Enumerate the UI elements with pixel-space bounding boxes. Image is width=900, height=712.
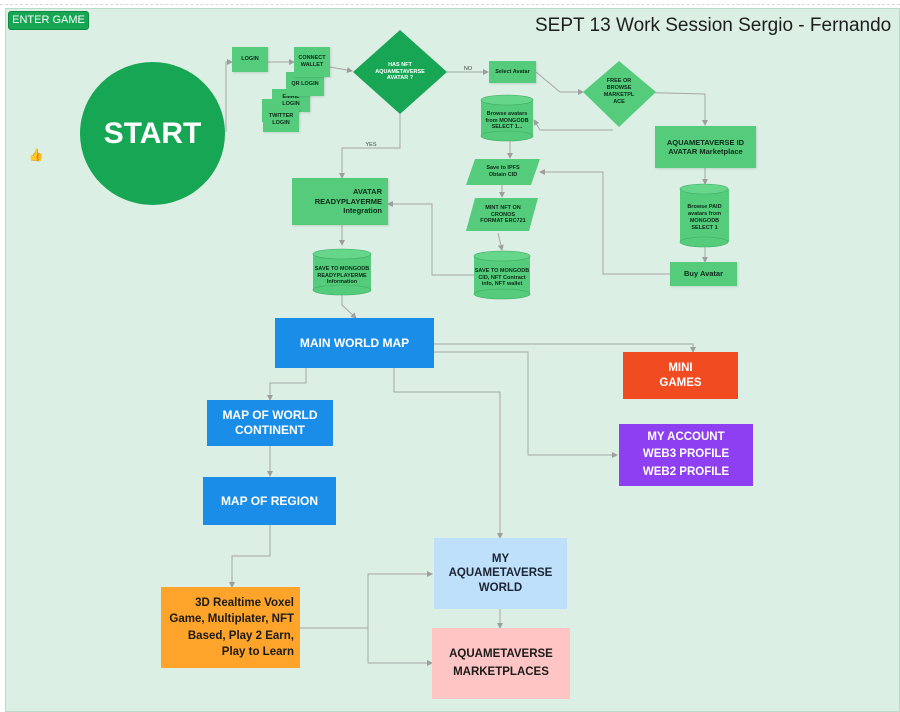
thumbs-up-icon[interactable]: 👍 (28, 147, 44, 162)
connector-main-continent (267, 368, 307, 401)
connector-yes (339, 112, 401, 179)
connector-buy-ipfs (539, 169, 670, 275)
browse-paid-label: Browse PAID avatars from MONGODB SELECT … (687, 204, 722, 231)
main-world-map-node[interactable]: MAIN WORLD MAP (275, 318, 434, 368)
twitter-login-node[interactable]: TWITTER LOGIN (263, 108, 299, 132)
mint-nft-shape[interactable] (466, 198, 538, 231)
cylinder-save-mongo-rpm[interactable] (312, 248, 372, 296)
avatar-rpm-node[interactable]: AVATAR READYPLAYERME Integration (292, 178, 388, 225)
connector-main-myworld (393, 368, 503, 539)
connector-select-free (535, 71, 584, 95)
marketplaces-node[interactable]: AQUAMETAVERSE MARKETPLACES (432, 628, 570, 699)
cylinder-browse-paid[interactable] (679, 183, 729, 248)
connector-wallet-decision (329, 66, 353, 74)
connector-free-browse (533, 119, 613, 131)
aquametaverse-id-node[interactable]: AQUAMETAVERSE ID AVATAR Marketplace (655, 126, 756, 168)
decision-free-or-browse[interactable] (583, 61, 656, 127)
connect-wallet-node[interactable]: CONNECT WALLET (294, 47, 330, 77)
board-title: SEPT 13 Work Session Sergio - Fernando (535, 15, 892, 36)
realtime-game-node[interactable]: 3D Realtime Voxel Game, Multiplater, NFT… (161, 587, 300, 668)
save-mongo-cid-label: SAVE TO MONGODB CID, NFT Contract info, … (474, 267, 530, 288)
login-node[interactable]: LOGIN (232, 47, 268, 72)
free-or-browse-label: FREE OR BROWSE MARKETPL ACE (603, 78, 635, 105)
connector-region-game (229, 525, 271, 588)
yes-label: YES (365, 141, 377, 148)
top-ruler (0, 0, 900, 5)
save-ipfs-shape[interactable] (466, 159, 540, 185)
my-account-node[interactable]: MY ACCOUNT WEB3 PROFILE WEB2 PROFILE (619, 424, 753, 486)
map-region-node[interactable]: MAP OF REGION (203, 477, 336, 525)
connector-game-marketplaces (300, 627, 433, 666)
map-world-continent-node[interactable]: MAP OF WORLD CONTINENT (207, 400, 333, 446)
start-node[interactable]: START (80, 62, 225, 205)
my-world-node[interactable]: MY AQUAMETAVERSE WORLD (434, 538, 567, 609)
cylinder-browse-avatars[interactable] (480, 94, 534, 142)
connector-start-login (225, 59, 233, 132)
connector-mint-savecid (497, 232, 504, 251)
decision-has-nft[interactable] (353, 30, 447, 114)
connector-game-myworld (300, 571, 433, 629)
connector-savemongo-main (341, 292, 357, 319)
connector-main-mini (434, 343, 696, 353)
no-label: NO (463, 65, 473, 72)
save-mongo-rpm-label: SAVE TO MONGODB READYPLAYERME Informatio… (314, 265, 370, 286)
mini-games-node[interactable]: MINI GAMES (623, 352, 738, 399)
save-ipfs-label: Save to IPFS Obtain CID (486, 165, 520, 178)
connector-main-account (434, 351, 618, 458)
cylinder-save-mongo-cid[interactable] (473, 250, 531, 300)
buy-avatar-node[interactable]: Buy Avatar (670, 262, 737, 286)
enter-game-button[interactable]: ENTER GAME (8, 11, 89, 30)
mint-nft-label: MINT NFT ON CRONOS FORMAT ERC721 (480, 204, 526, 225)
select-avatar-node[interactable]: Select Avatar (489, 61, 536, 83)
connector-savecid-avatar (387, 201, 475, 276)
decision-has-nft-label: HAS NFT AQUAMETAVERSE AVATAR ? (375, 61, 425, 82)
browse-avatars-label: Browse avatars from MONGODB SELECT 1... (485, 110, 529, 131)
